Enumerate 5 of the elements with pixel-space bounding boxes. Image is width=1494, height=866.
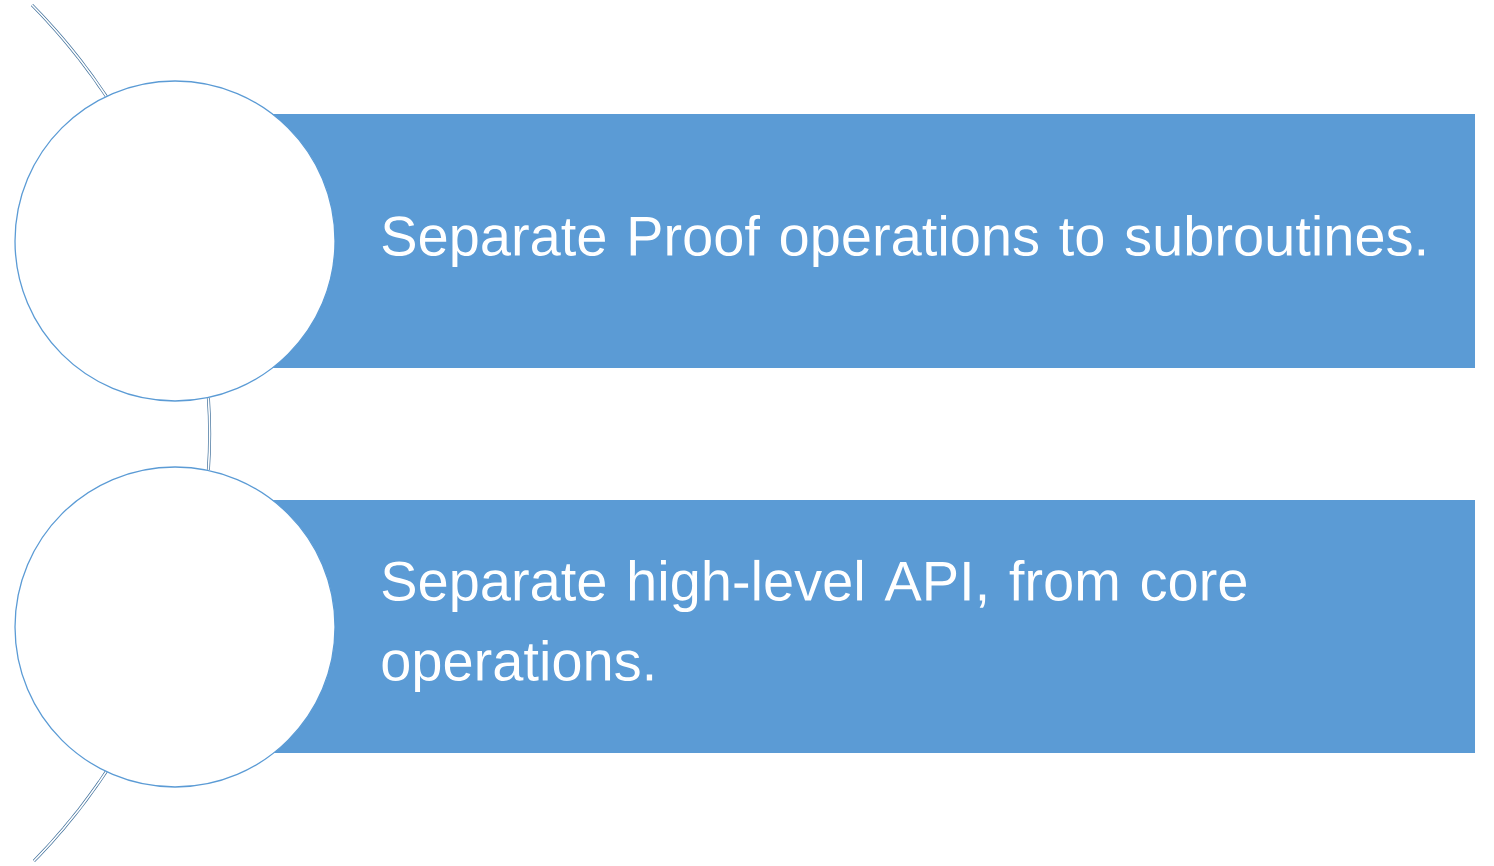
text-bar: Separate Proof operations to subroutines. [270, 114, 1475, 368]
text-bar: Separate high-level API, from core operations. [270, 500, 1475, 753]
circle [14, 80, 336, 402]
connector-line [206, 397, 212, 471]
circle [14, 466, 336, 788]
